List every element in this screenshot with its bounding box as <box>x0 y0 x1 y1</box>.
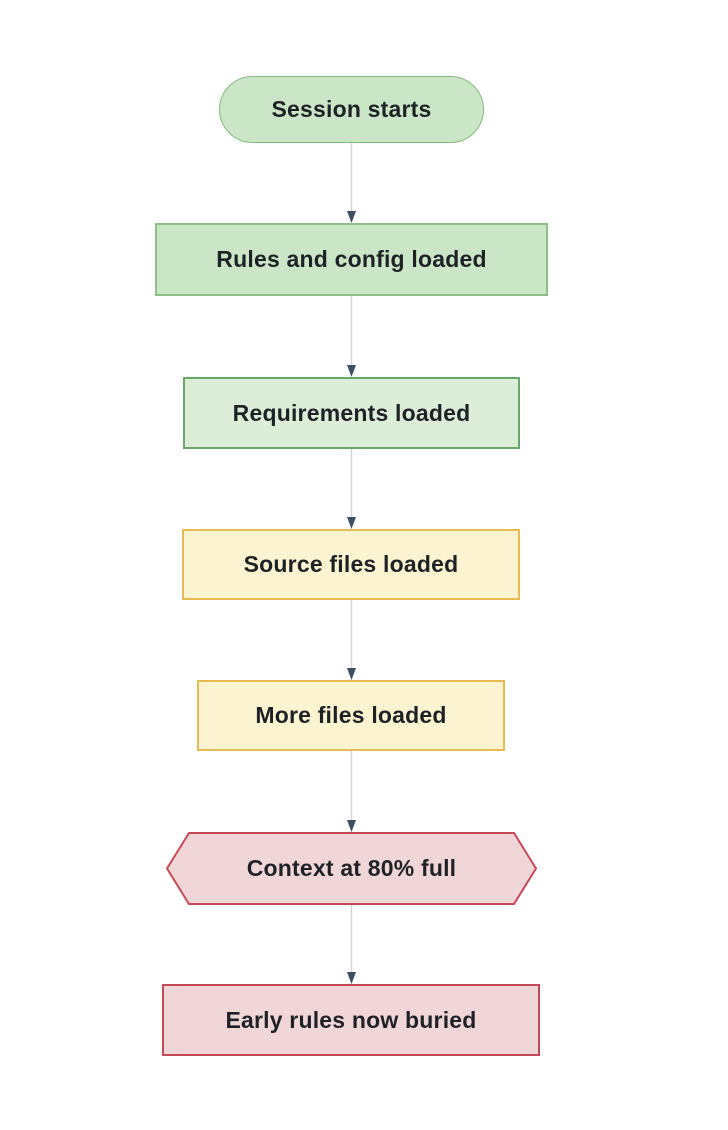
node-label: Early rules now buried <box>225 1006 477 1033</box>
node-more-files-loaded[interactable]: More files loaded <box>197 680 505 751</box>
arrowhead-icon <box>347 820 356 832</box>
arrowhead-icon <box>347 668 356 680</box>
hexagon-shape-icon <box>166 832 537 905</box>
edge-arrow-5 <box>347 751 356 832</box>
node-label: More files loaded <box>255 702 447 728</box>
node-requirements-loaded[interactable]: Requirements loaded <box>183 377 520 449</box>
edge-arrow-4 <box>347 600 356 680</box>
node-context-80-full[interactable]: Context at 80% full <box>166 832 537 905</box>
node-early-rules-buried[interactable]: Early rules now buried <box>162 984 540 1056</box>
node-label: Session starts <box>271 96 432 122</box>
node-label: Source files loaded <box>243 551 459 577</box>
node-label: Requirements loaded <box>232 399 471 426</box>
node-label: Context at 80% full <box>246 855 457 881</box>
arrowhead-icon <box>347 517 356 529</box>
edge-arrow-1 <box>347 143 356 223</box>
node-source-files-loaded[interactable]: Source files loaded <box>182 529 520 600</box>
edge-arrow-6 <box>347 905 356 984</box>
arrowhead-icon <box>347 211 356 223</box>
edge-arrow-2 <box>347 296 356 377</box>
edge-arrow-3 <box>347 449 356 529</box>
node-session-starts[interactable]: Session starts <box>219 76 484 143</box>
arrowhead-icon <box>347 972 356 984</box>
node-rules-config-loaded[interactable]: Rules and config loaded <box>155 223 548 296</box>
arrowhead-icon <box>347 365 356 377</box>
node-label: Rules and config loaded <box>216 246 487 272</box>
